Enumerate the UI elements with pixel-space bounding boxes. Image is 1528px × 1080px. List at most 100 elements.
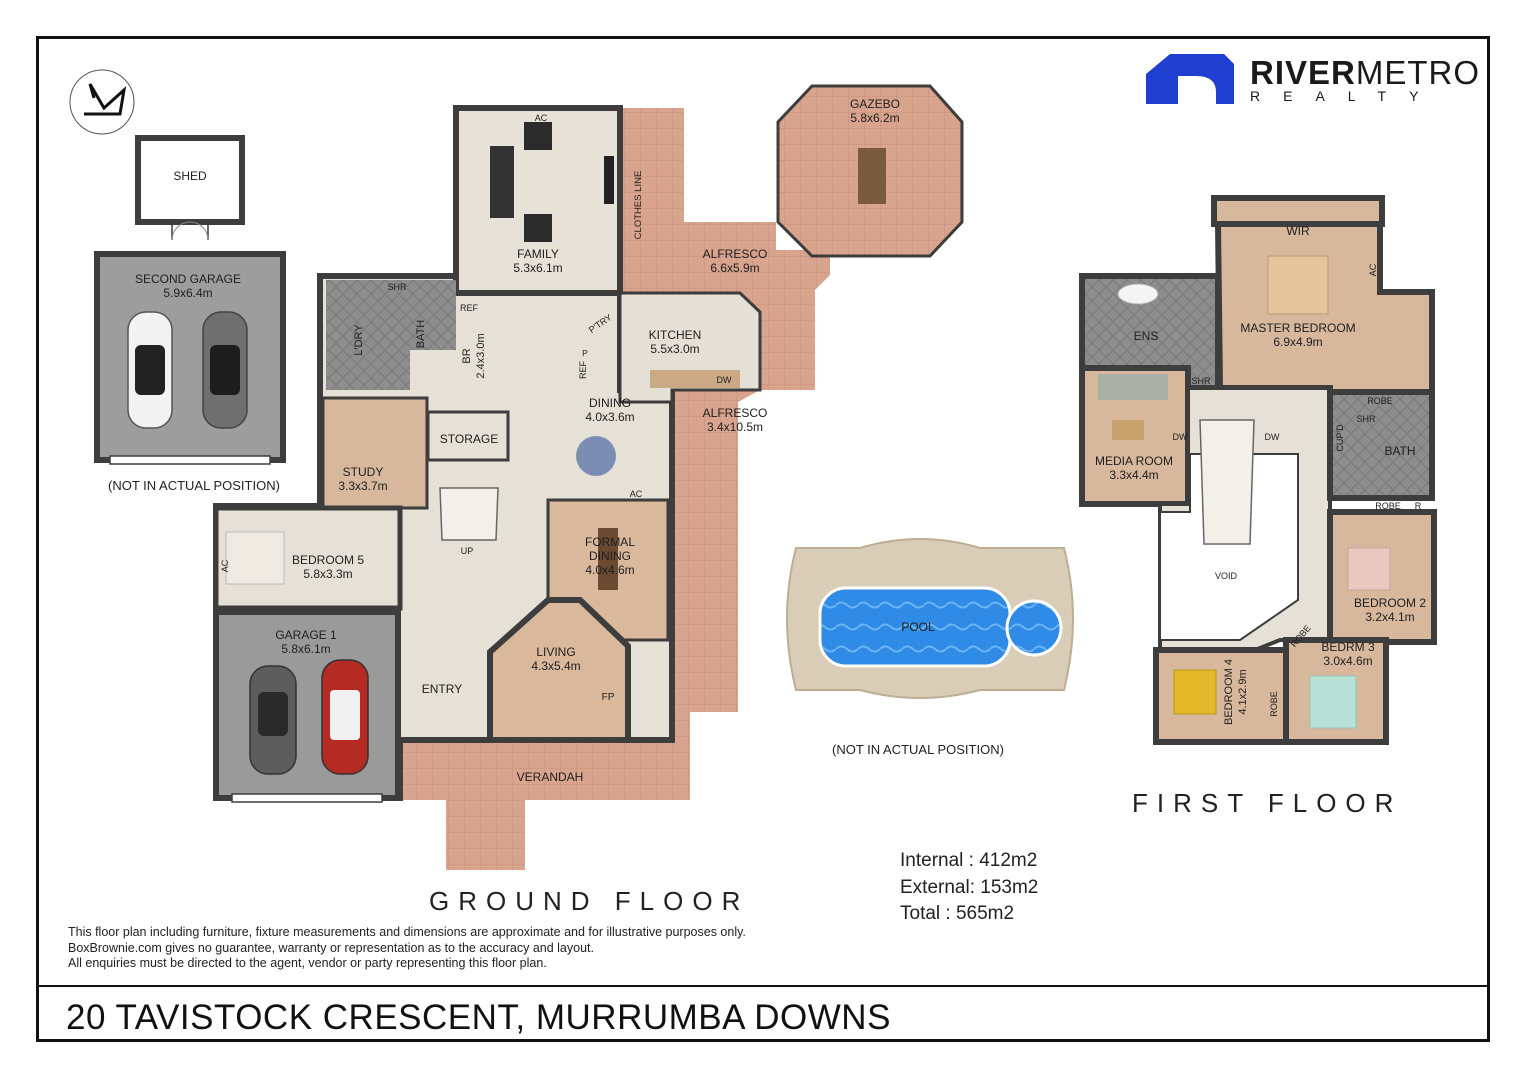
label-shr-ensuite: SHR	[1191, 376, 1211, 386]
pool	[786, 538, 1074, 699]
label-shr-first: SHR	[1356, 414, 1376, 424]
label-up: UP	[461, 546, 474, 556]
label-kitchen: KITCHEN	[649, 328, 702, 342]
label-dw-ground: DW	[717, 375, 732, 385]
label-living: LIVING	[536, 645, 575, 659]
label-study: STUDY	[343, 465, 384, 479]
label-clothes-line: CLOTHES LINE	[633, 171, 644, 240]
label-pool: POOL	[901, 620, 935, 634]
label-bath-first: BATH	[1384, 444, 1415, 458]
label-ref-1: REF	[460, 303, 479, 313]
area-internal: Internal : 412m2	[900, 850, 1038, 871]
brand-sub: REALTY	[1250, 88, 1442, 104]
first-floor-plan	[1079, 195, 1437, 745]
label-bedroom-5-dim: 5.8x3.3m	[303, 567, 352, 581]
brand-name-light: METRO	[1355, 54, 1481, 91]
label-master-bedroom: MASTER BEDROOM	[1240, 321, 1355, 335]
label-garage-1-dim: 5.8x6.1m	[281, 642, 330, 656]
brand-name-bold: RIVER	[1250, 54, 1356, 91]
label-master-bedroom-dim: 6.9x4.9m	[1273, 335, 1322, 349]
label-robe-4: ROBE	[1269, 691, 1279, 717]
label-alfresco-2-dim: 3.4x10.5m	[707, 420, 763, 434]
label-robe-2: ROBE	[1375, 501, 1401, 511]
disclaimer-line-2: BoxBrownie.com gives no guarantee, warra…	[68, 940, 594, 955]
area-external: External: 153m2	[900, 876, 1039, 898]
label-media-room-dim: 3.3x4.4m	[1109, 468, 1158, 482]
label-shr-ground: SHR	[387, 282, 407, 292]
label-p: P	[582, 348, 588, 358]
house-logo-icon	[1146, 54, 1234, 104]
label-bedroom-2-dim: 3.2x4.1m	[1365, 610, 1414, 624]
label-bedroom-4: BEDROOM 4	[1223, 659, 1235, 725]
label-bedroom-4-dim: 4.1x2.9m	[1237, 669, 1249, 714]
label-kitchen-dim: 5.5x3.0m	[650, 342, 699, 356]
label-ac-dining: AC	[630, 489, 643, 499]
label-formal-dining-dim: 4.0x4.6m	[585, 563, 634, 577]
page-frame	[36, 36, 1490, 1042]
label-study-dim: 3.3x3.7m	[338, 479, 387, 493]
label-alfresco-2: ALFRESCO	[703, 406, 768, 420]
second-garage	[94, 251, 286, 465]
label-verandah: VERANDAH	[517, 770, 584, 784]
disclaimer: This floor plan including furniture, fix…	[68, 925, 746, 972]
label-entry: ENTRY	[422, 682, 462, 696]
label-dw-first-1: DW	[1173, 432, 1188, 442]
label-second-garage-dim: 5.9x6.4m	[163, 286, 212, 300]
property-address: 20 TAVISTOCK CRESCENT, MURRUMBA DOWNS	[66, 998, 891, 1037]
label-r: R	[1415, 501, 1422, 511]
label-media-room: MEDIA ROOM	[1095, 454, 1173, 468]
disclaimer-line-3: All enquiries must be directed to the ag…	[68, 956, 547, 970]
car-icon	[249, 665, 297, 775]
label-dining: DINING	[589, 396, 631, 410]
label-ac-family: AC	[535, 113, 548, 123]
label-living-dim: 4.3x5.4m	[531, 659, 580, 673]
label-bedroom-5: BEDROOM 5	[292, 553, 364, 567]
label-br-dim: 2.4x3.0m	[475, 333, 487, 378]
label-cupboard: CUP'D	[1335, 424, 1345, 452]
label-laundry: L'DRY	[353, 324, 365, 356]
label-alfresco-1: ALFRESCO	[703, 247, 768, 261]
brand-logo: RIVERMETRO REALTY	[1146, 52, 1479, 106]
label-ac-bed5: AC	[220, 559, 230, 572]
label-ensuite: ENS	[1134, 329, 1159, 343]
label-family: FAMILY	[517, 247, 559, 261]
label-ac-master: AC	[1368, 263, 1378, 276]
compass-icon	[69, 69, 135, 135]
second-garage-note: (NOT IN ACTUAL POSITION)	[108, 478, 280, 493]
area-summary: Internal : 412m2 External: 153m2 Total :…	[900, 848, 1038, 928]
label-bedrm-3-dim: 3.0x4.6m	[1323, 654, 1372, 668]
label-second-garage: SECOND GARAGE	[135, 272, 241, 286]
label-dining-dim: 4.0x3.6m	[585, 410, 634, 424]
label-storage: STORAGE	[440, 432, 498, 446]
ground-floor-interior	[213, 105, 886, 803]
label-shed: SHED	[173, 169, 207, 183]
label-gazebo-dim: 5.8x6.2m	[850, 111, 899, 125]
footer-divider	[36, 985, 1490, 987]
label-garage-1: GARAGE 1	[275, 628, 337, 642]
shed	[135, 135, 245, 241]
first-floor-label: FIRST FLOOR	[1132, 788, 1403, 818]
room-labels: SHED SECOND GARAGE 5.9x6.4m FAMILY 5.3x6…	[135, 97, 1426, 784]
car-icon	[202, 311, 248, 429]
label-robe-1: ROBE	[1367, 396, 1393, 406]
label-gazebo: GAZEBO	[850, 97, 900, 111]
area-total: Total : 565m2	[900, 903, 1015, 924]
label-formal-dining-1: FORMAL	[585, 535, 635, 549]
car-icon	[127, 311, 173, 429]
label-wir: WIR	[1286, 224, 1310, 238]
label-void: VOID	[1215, 571, 1238, 581]
brand-name: RIVERMETRO	[1250, 54, 1480, 92]
car-icon	[321, 659, 369, 775]
label-formal-dining-2: DINING	[589, 549, 631, 563]
label-family-dim: 5.3x6.1m	[513, 261, 562, 275]
label-bedrm-3: BEDRM 3	[1321, 640, 1375, 654]
label-fp: FP	[602, 692, 615, 703]
label-dw-first-2: DW	[1265, 432, 1280, 442]
label-bedroom-2: BEDROOM 2	[1354, 596, 1426, 610]
disclaimer-line-1: This floor plan including furniture, fix…	[68, 925, 746, 939]
label-ref-2: REF	[578, 360, 588, 379]
ground-floor-label: GROUND FLOOR	[429, 886, 750, 916]
label-alfresco-1-dim: 6.6x5.9m	[710, 261, 759, 275]
label-br: BR	[461, 348, 473, 363]
